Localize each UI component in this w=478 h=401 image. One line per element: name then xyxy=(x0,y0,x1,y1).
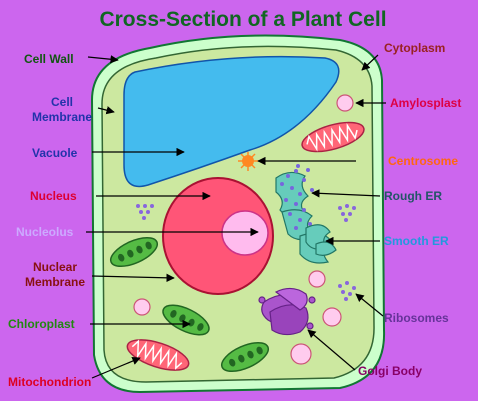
arrow-golgi-body xyxy=(307,329,356,371)
amyloplasts xyxy=(133,94,354,365)
arrow-cell-membrane xyxy=(97,106,115,115)
label-mitochondrion: Mitochondrion xyxy=(8,375,91,389)
arrow-cell-wall xyxy=(87,55,119,64)
label-amylosplast: Amylosplast xyxy=(390,96,461,110)
label-cytoplasm: Cytoplasm xyxy=(384,41,445,55)
label-nuclear-membrane-line1: Nuclear xyxy=(33,260,77,274)
label-rough-er: Rough ER xyxy=(384,189,442,203)
ribosomes xyxy=(136,204,356,301)
golgi-body xyxy=(258,287,316,336)
label-cell-membrane-line2: Membrane xyxy=(32,110,92,124)
arrow-cytoplasm xyxy=(361,54,379,71)
label-nucleolus: Nucleolus xyxy=(16,225,74,239)
label-centrosome: Centrosome xyxy=(388,154,458,168)
chloroplast-3 xyxy=(220,341,270,373)
arrow-ribosomes xyxy=(355,293,384,317)
mitochondrion-bottom xyxy=(126,339,190,371)
label-nucleus: Nucleus xyxy=(30,189,77,203)
label-nuclear-membrane-line2: Membrane xyxy=(25,275,85,289)
centrosome xyxy=(238,152,258,171)
label-smooth-er: Smooth ER xyxy=(384,234,449,248)
label-vacuole: Vacuole xyxy=(32,146,78,160)
chloroplast-1 xyxy=(109,236,159,268)
smooth-er xyxy=(305,224,337,256)
label-cell-wall: Cell Wall xyxy=(24,52,74,66)
label-ribosomes: Ribosomes xyxy=(384,311,449,325)
nucleus xyxy=(162,177,274,295)
label-cell-membrane-line1: Cell xyxy=(51,95,73,109)
label-chloroplast: Chloroplast xyxy=(8,317,75,331)
arrow-nuclear-membrane xyxy=(91,273,175,283)
label-golgi-body: Golgi Body xyxy=(358,364,422,378)
nucleolus xyxy=(221,210,269,256)
diagram-title: Cross-Section of a Plant Cell xyxy=(99,8,386,31)
arrow-mitochondrion xyxy=(91,357,141,379)
mitochondrion-top xyxy=(301,121,365,153)
arrow-rough-er xyxy=(311,189,381,198)
